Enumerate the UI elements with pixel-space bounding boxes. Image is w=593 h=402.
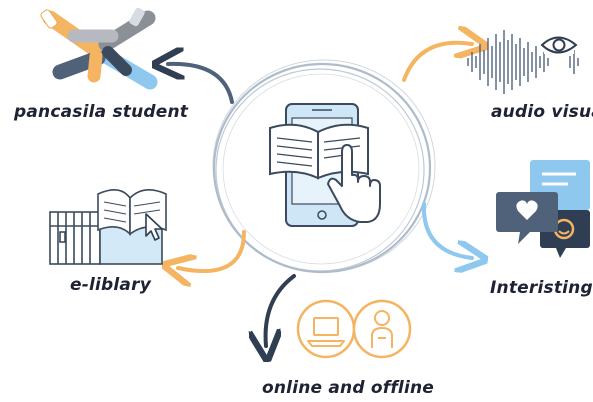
label-audio: audio visual [491,102,593,122]
arrow-to-pancasila [168,64,234,104]
arrow-to-elibrary [178,230,246,271]
library-book-icon [49,189,167,265]
chat-bubbles-icon [496,160,590,258]
arrow-to-online [266,274,296,346]
laptop-person-icon [296,299,412,359]
arrow-to-audio [402,43,472,82]
label-elibrary: e-liblary [70,275,152,295]
stacked-hands-icon [40,7,158,90]
label-interesting: Interisting [490,278,593,298]
center-circle [212,59,436,274]
sound-wave-eye-icon [467,30,579,94]
tablet-reading-icon [269,103,381,227]
arrow-to-interesting [421,202,472,258]
label-online: online and offline [262,378,434,398]
label-pancasila: pancasila student [13,102,189,122]
